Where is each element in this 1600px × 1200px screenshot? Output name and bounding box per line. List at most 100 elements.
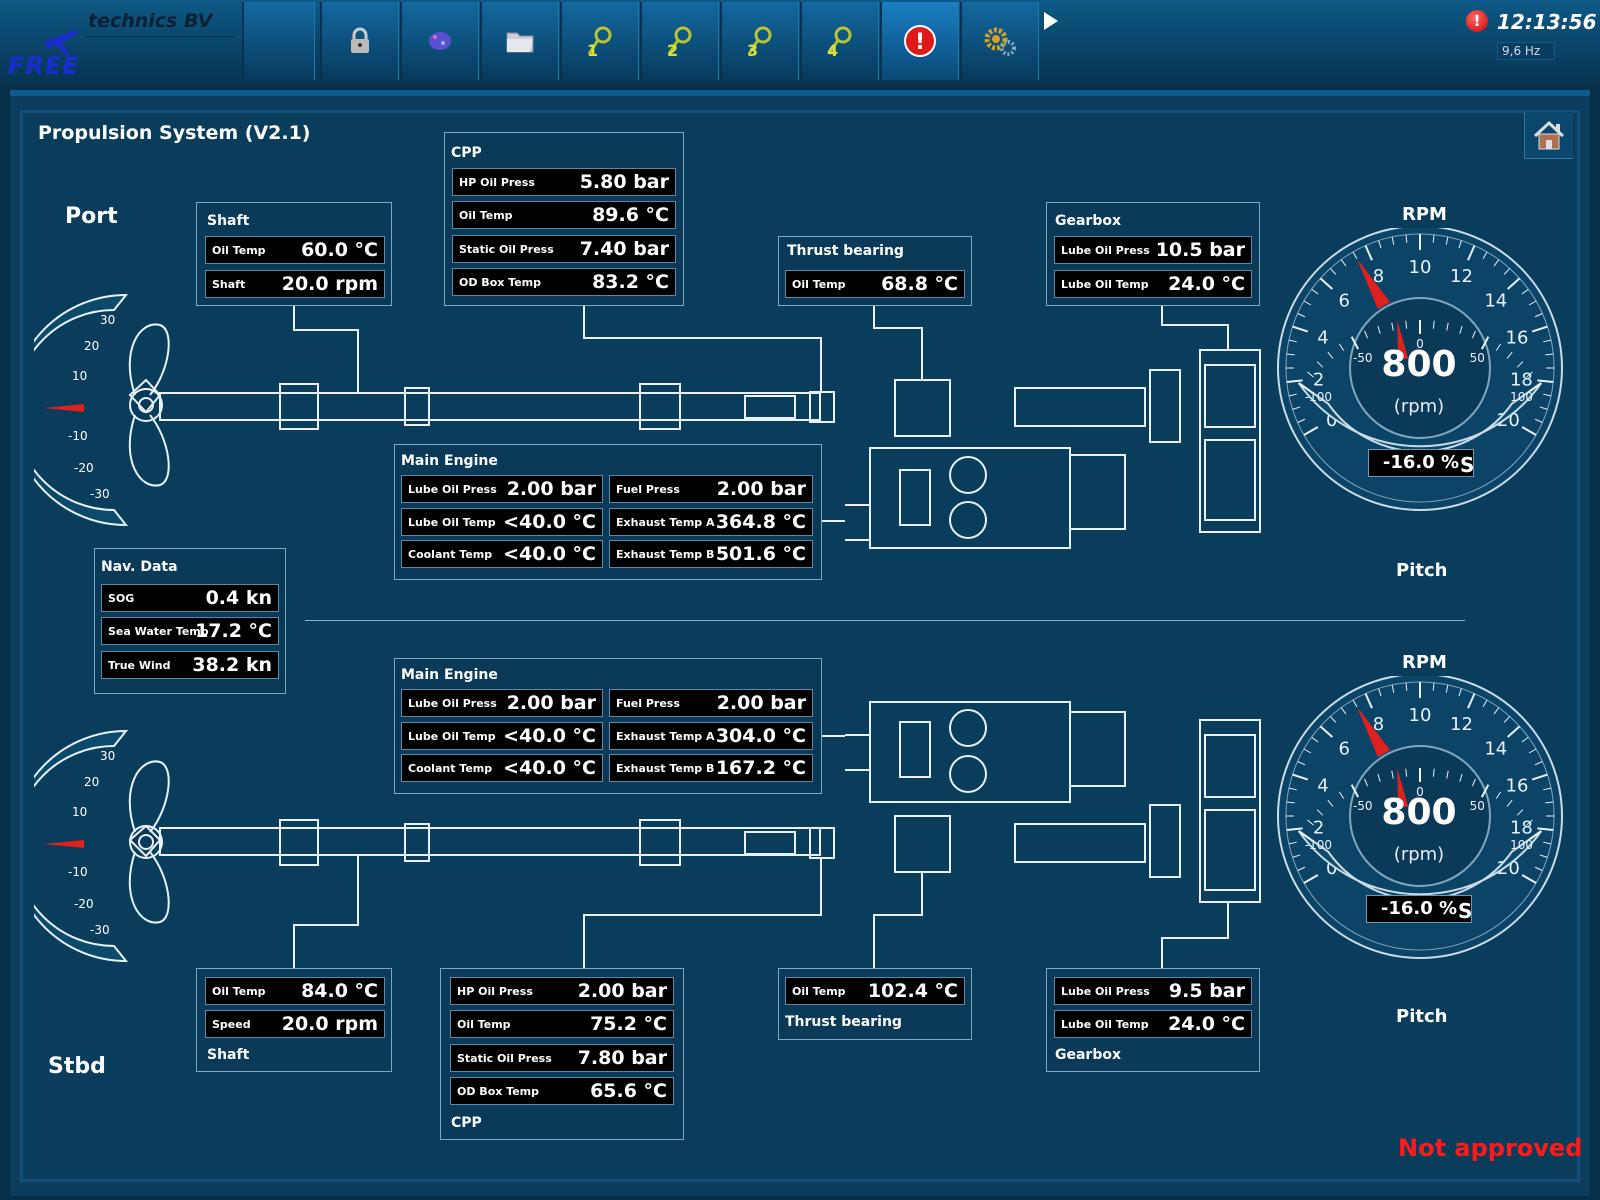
svg-text:1: 1 bbox=[587, 41, 598, 58]
row-label: Static Oil Press bbox=[457, 1052, 552, 1065]
svg-text:4: 4 bbox=[827, 41, 838, 58]
folder-icon bbox=[506, 32, 534, 53]
alarm-indicator-icon[interactable]: ! bbox=[1466, 10, 1488, 32]
panel-title: Nav. Data bbox=[101, 559, 178, 575]
gauge-tick bbox=[1521, 426, 1537, 436]
gauge-tick bbox=[1432, 234, 1435, 243]
pitch-arc bbox=[1297, 382, 1543, 453]
row-label: Lube Oil Temp bbox=[408, 730, 496, 743]
lock-button[interactable] bbox=[320, 2, 399, 80]
top-toolbar: technics BV FREE 1 2 bbox=[0, 0, 1600, 86]
play-button[interactable] bbox=[1044, 12, 1058, 30]
gauge-tick bbox=[1534, 761, 1543, 766]
port-gearbox-panel: Gearbox Lube Oil Press 10.5 bar Lube Oil… bbox=[1046, 202, 1260, 306]
row-value: 75.2 °C bbox=[590, 1013, 667, 1035]
gauge-tick bbox=[1311, 288, 1319, 295]
gauge-tick bbox=[1405, 682, 1408, 691]
gauge-tick-label: 16 bbox=[1506, 327, 1529, 348]
row-value: 501.6 °C bbox=[715, 543, 806, 565]
pitch-tick bbox=[1471, 330, 1476, 339]
port-propeller bbox=[128, 323, 170, 487]
company-underline bbox=[85, 36, 235, 37]
stbd-cpp-row: Oil Temp 75.2 °C bbox=[450, 1010, 674, 1038]
gauge-tick-label: 0 bbox=[1326, 410, 1337, 431]
row-value: 10.5 bar bbox=[1155, 239, 1245, 261]
nav-row: Sea Water Temp 17.2 °C bbox=[101, 617, 279, 645]
stbd-label: Stbd bbox=[48, 1054, 106, 1079]
row-label: Exhaust Temp A bbox=[616, 516, 715, 529]
row-value: 2.00 bar bbox=[716, 478, 806, 500]
pitch-tick-label: 100 bbox=[1510, 838, 1533, 852]
gauge-tick bbox=[1303, 748, 1312, 754]
row-label: Shaft bbox=[212, 278, 246, 291]
gauge-tick-label: 4 bbox=[1317, 775, 1328, 796]
gauge-tick-label: 2 bbox=[1313, 818, 1324, 839]
user-level-2-button[interactable]: 2 bbox=[640, 2, 719, 80]
nav-row: True Wind 38.2 kn bbox=[101, 651, 279, 679]
pitch-tick bbox=[1471, 778, 1476, 787]
pitch-tick bbox=[1377, 773, 1381, 782]
row-label: Lube Oil Temp bbox=[1061, 278, 1149, 291]
gauge-tick bbox=[1352, 251, 1358, 260]
panel-title: Main Engine bbox=[401, 453, 498, 469]
gauge-tick bbox=[1303, 874, 1319, 884]
port-thrust-bearing-panel: Thrust bearing Oil Temp 68.8 °C bbox=[778, 236, 972, 306]
row-value: 20.0 rpm bbox=[281, 1013, 378, 1035]
alarm-button[interactable]: ! bbox=[880, 2, 959, 80]
row-value: 2.00 bar bbox=[577, 980, 667, 1002]
user-level-3-button[interactable]: 3 bbox=[720, 2, 799, 80]
gauge-tick bbox=[1297, 313, 1306, 318]
port-shaft-drawing bbox=[128, 349, 1261, 549]
gauge-tick bbox=[1534, 418, 1543, 423]
page-title: Propulsion System (V2.1) bbox=[38, 122, 311, 144]
pitch-tick-label: 100 bbox=[1510, 390, 1533, 404]
row-label: Exhaust Temp A bbox=[616, 730, 715, 743]
gauge-tick bbox=[1292, 406, 1301, 410]
stbd-rpm-unit: (rpm) bbox=[1393, 844, 1445, 865]
gauge-tick bbox=[1297, 761, 1306, 766]
port-engine-row: Exhaust Temp A 364.8 °C bbox=[609, 508, 813, 536]
gauge-tick-label: 4 bbox=[1317, 327, 1328, 348]
port-engine-row: Fuel Press 2.00 bar bbox=[609, 475, 813, 503]
port-gearbox-row: Lube Oil Temp 24.0 °C bbox=[1054, 270, 1252, 298]
pitch-tick bbox=[1364, 330, 1369, 339]
row-value: 7.40 bar bbox=[579, 238, 669, 260]
stbd-pitch-value: -16.0 % bbox=[1366, 895, 1472, 923]
gauge-tick bbox=[1292, 773, 1309, 781]
pitch-tick bbox=[1327, 351, 1334, 359]
stbd-gearbox-row: Lube Oil Press 9.5 bar bbox=[1054, 977, 1252, 1005]
svg-text:!: ! bbox=[915, 30, 925, 55]
gauge-tick bbox=[1303, 300, 1312, 306]
folder-button[interactable] bbox=[480, 2, 559, 80]
gauge-tick bbox=[1458, 688, 1462, 697]
pitch-tick bbox=[1432, 320, 1435, 329]
pitch-tick bbox=[1459, 773, 1463, 782]
port-engine-row: Lube Oil Press 2.00 bar bbox=[401, 475, 603, 503]
clock: 12:13:56 bbox=[1497, 10, 1597, 34]
row-label: Oil Temp bbox=[792, 278, 846, 291]
gauge-tick-label: 6 bbox=[1338, 739, 1349, 760]
home-button[interactable] bbox=[1524, 112, 1573, 159]
port-engine-row: Lube Oil Temp <40.0 °C bbox=[401, 508, 603, 536]
night-mode-button[interactable] bbox=[400, 2, 479, 80]
user-level-4-button[interactable]: 4 bbox=[800, 2, 879, 80]
stbd-engine-row: Exhaust Temp B 167.2 °C bbox=[609, 754, 813, 782]
row-value: 304.0 °C bbox=[715, 725, 806, 747]
gauge-tick bbox=[1534, 313, 1543, 318]
pitch-tick bbox=[1506, 799, 1513, 807]
gauge-tick bbox=[1445, 684, 1449, 693]
svg-text:30: 30 bbox=[100, 313, 115, 327]
gauge-tick-label: 18 bbox=[1510, 370, 1533, 391]
settings-button[interactable] bbox=[960, 2, 1039, 80]
gauge-tick bbox=[1539, 854, 1548, 858]
stbd-thrust-oil-temp-row: Oil Temp 102.4 °C bbox=[785, 977, 965, 1005]
pitch-tick bbox=[1298, 830, 1311, 840]
row-value: 364.8 °C bbox=[715, 511, 806, 533]
user-level-1-button[interactable]: 1 bbox=[560, 2, 639, 80]
row-label: Sea Water Temp bbox=[108, 625, 209, 638]
stbd-shaft-oil-temp-row: Oil Temp 84.0 °C bbox=[205, 977, 385, 1005]
svg-text:20: 20 bbox=[84, 339, 99, 353]
gauge-tick bbox=[1329, 716, 1337, 723]
gauge-tick bbox=[1288, 787, 1297, 791]
